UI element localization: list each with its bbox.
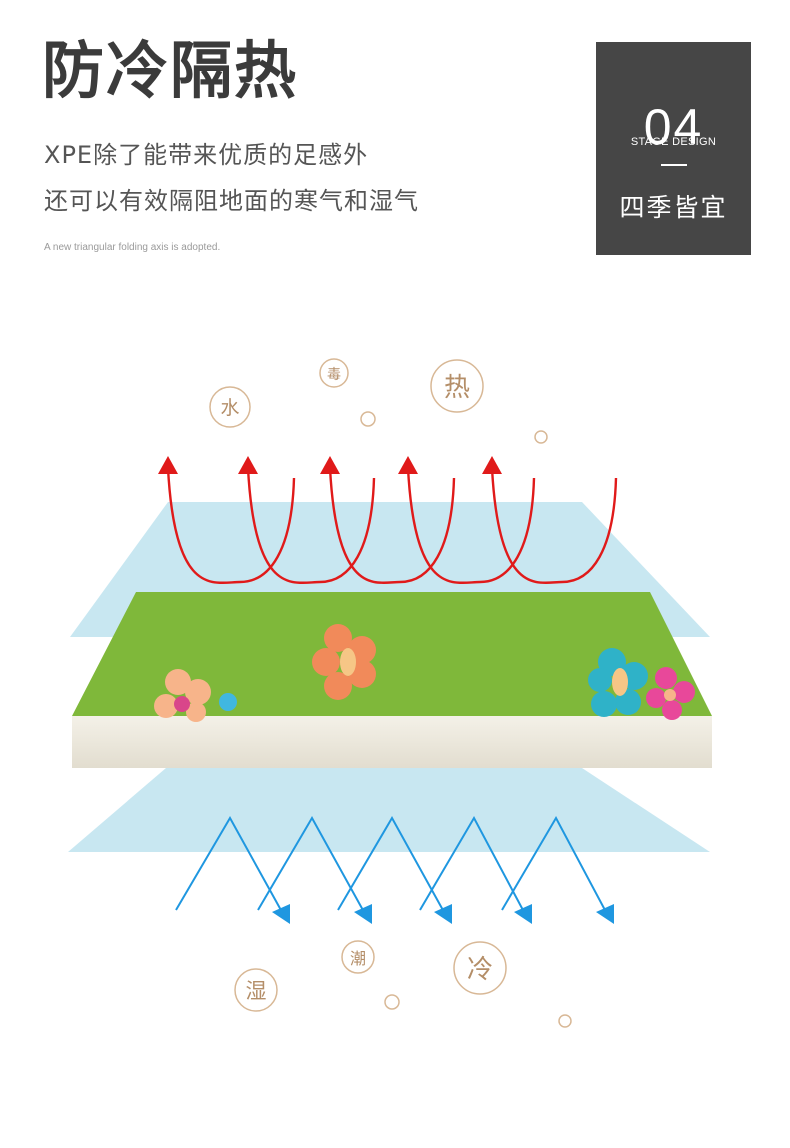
bubble-water: 水 [209, 386, 251, 428]
heat-arrows [166, 467, 618, 585]
heat-arrowhead [398, 456, 418, 474]
cold-arrowhead [434, 904, 452, 924]
page-title: 防冷隔热 [42, 34, 299, 107]
bubble-label-water: 水 [220, 397, 239, 419]
heat-arrow [246, 467, 376, 585]
heat-arrow [328, 467, 456, 585]
heat-arrowhead [320, 456, 340, 474]
bubble-cold: 冷 [453, 941, 507, 995]
heat-arrow [490, 467, 618, 585]
heat-arrowhead [158, 456, 178, 474]
heat-arrow [166, 467, 296, 585]
mat-foam-side [72, 716, 712, 768]
flower-orange [312, 624, 376, 700]
bubble-damp: 潮 [341, 940, 375, 974]
flower-peach [154, 669, 211, 722]
cold-arrow [501, 815, 607, 913]
insulation-diagram: 水 毒 热 [68, 358, 712, 1028]
heat-arrowheads [158, 456, 502, 474]
cold-arrowhead [514, 904, 532, 924]
flower-small-blue [219, 693, 237, 711]
cold-arrow [337, 815, 445, 913]
badge-season: 四季皆宜 [619, 193, 728, 222]
badge-divider [661, 164, 687, 166]
bubble-label-cold: 冷 [467, 955, 493, 985]
bubble-label-wet: 湿 [246, 979, 267, 1003]
bubble-label-poison: 毒 [327, 367, 341, 383]
play-mat [72, 592, 712, 768]
badge-number: 04 [643, 99, 704, 155]
stage-badge: 04 STAGE DESIGN 四季皆宜 [596, 42, 751, 255]
heat-arrow [406, 467, 536, 585]
badge-subtitle: STAGE DESIGN [630, 136, 717, 148]
small-bubble [534, 430, 548, 444]
bubble-wet: 湿 [234, 968, 278, 1012]
bubble-label-heat: 热 [444, 373, 470, 403]
cold-arrows [175, 815, 607, 913]
small-bubble [360, 411, 376, 427]
cold-arrowheads [272, 904, 614, 924]
cold-arrow [419, 815, 525, 913]
cold-arrow [257, 815, 365, 913]
description-line-2: 还可以有效隔阻地面的寒气和湿气 [44, 187, 419, 215]
english-caption: A new triangular folding axis is adopted… [44, 242, 221, 253]
heat-arrowhead [238, 456, 258, 474]
bubble-poison: 毒 [319, 358, 349, 388]
flower-teal [588, 648, 648, 717]
heat-arrowhead [482, 456, 502, 474]
cold-arrow [175, 815, 283, 913]
bubble-label-damp: 潮 [350, 949, 366, 968]
cold-arrowhead [596, 904, 614, 924]
bubble-heat: 热 [430, 359, 484, 413]
flower-pink [646, 667, 695, 720]
cold-arrowhead [354, 904, 372, 924]
mat-top-surface [72, 592, 712, 716]
cold-arrowhead [272, 904, 290, 924]
small-bubble [558, 1014, 572, 1028]
description-line-1: XPE除了能带来优质的足感外 [44, 141, 369, 169]
bottom-film-layer [68, 768, 710, 852]
small-bubble [384, 994, 400, 1010]
